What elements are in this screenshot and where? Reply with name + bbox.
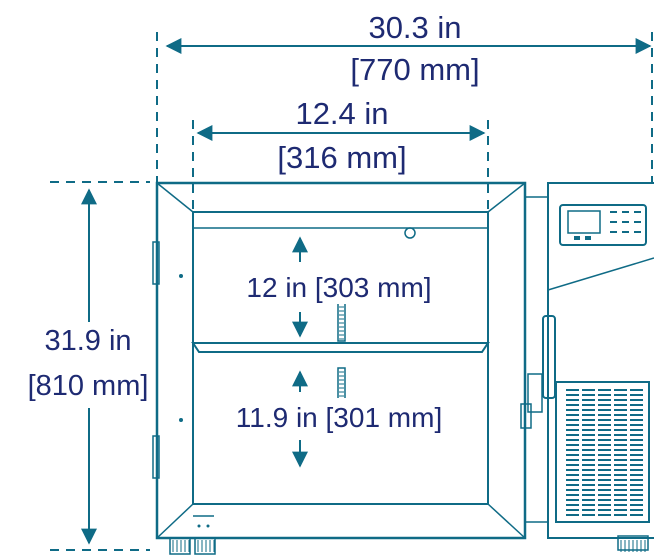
- dimension-guides: [50, 32, 653, 551]
- overall-height-metric: [810 mm]: [28, 370, 149, 402]
- base-dot-right: [206, 524, 210, 528]
- frame-bevel-top-right: [487, 182, 526, 213]
- frame-bevel-bottom-left: [156, 503, 194, 539]
- control-panel: [559, 204, 647, 246]
- label-backdrop-upper: [236, 268, 442, 304]
- hinge-screw-top: [179, 274, 183, 278]
- hinge-top: [152, 241, 160, 285]
- control-panel-slope: [547, 257, 654, 291]
- panel-keypad: [610, 211, 641, 233]
- caster-left: [194, 537, 216, 555]
- upper-compartment-height: 12 in [303 mm]: [246, 272, 431, 303]
- label-backdrop-interior-width: [288, 96, 394, 130]
- label-backdrop-overall-width: [356, 10, 474, 44]
- interior-width-metric: [316 mm]: [277, 140, 406, 175]
- panel-button-1: [574, 236, 580, 240]
- display-screen: [567, 210, 601, 234]
- interior-width-imperial: 12.4 in: [295, 96, 388, 131]
- cabinet-opening: [192, 211, 489, 505]
- control-column-frame: [547, 182, 654, 539]
- hinge-screw-bottom: [179, 418, 183, 422]
- vent-slats: [566, 389, 643, 516]
- lower-compartment-height: 11.9 in [301 mm]: [236, 402, 442, 433]
- interior-light-fixture: [404, 227, 416, 239]
- foot-ticks: [172, 540, 646, 552]
- dimension-labels: 30.3 in [770 mm] 12.4 in [316 mm] 31.9 i…: [28, 10, 480, 434]
- control-column: [520, 182, 654, 551]
- shelf-rail-ticks: [339, 306, 344, 405]
- overall-width-imperial: 30.3 in: [368, 10, 461, 45]
- hinge-bottom: [152, 435, 160, 479]
- door-handle: [542, 315, 556, 399]
- base-dot-left: [197, 524, 201, 528]
- latch: [520, 403, 532, 429]
- handle-lock: [527, 373, 543, 413]
- cabinet-outer-frame: [155, 181, 527, 540]
- foot-right: [617, 535, 649, 551]
- cabinet: [152, 181, 646, 555]
- frame-bevel-top-left: [156, 182, 194, 213]
- overall-width-metric: [770 mm]: [350, 52, 479, 87]
- foot-left: [169, 537, 191, 555]
- frame-bevel-bottom-right: [487, 503, 526, 539]
- vent-grille: [555, 381, 650, 523]
- shelf: [191, 342, 490, 353]
- overall-height-imperial: 31.9 in: [44, 325, 131, 357]
- label-backdrop-lower: [230, 398, 448, 434]
- panel-button-2: [585, 236, 591, 240]
